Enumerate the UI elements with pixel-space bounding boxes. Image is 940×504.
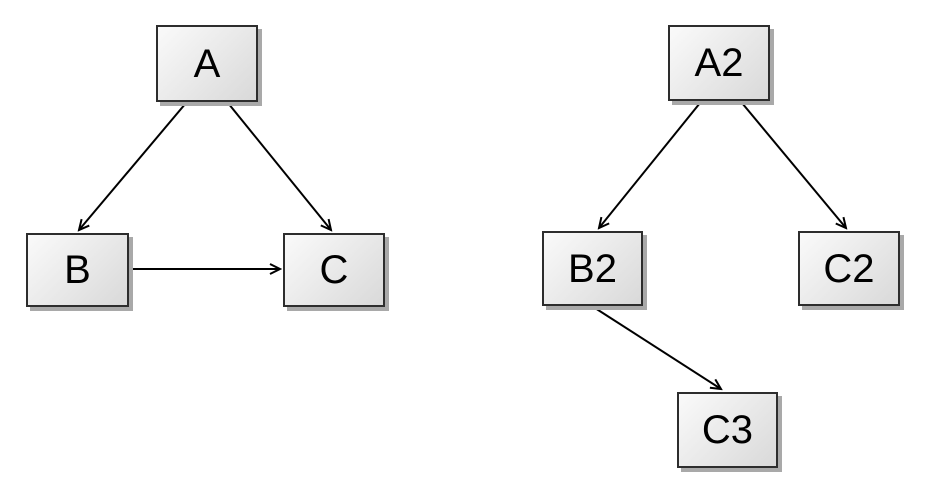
- edge-A-C[interactable]: [227, 102, 331, 230]
- edge-A2-C2[interactable]: [741, 102, 846, 228]
- node-C2[interactable]: C2: [798, 231, 900, 306]
- edges-group: [79, 102, 846, 389]
- edge-B2-C3[interactable]: [594, 307, 721, 389]
- node-C3[interactable]: C3: [677, 392, 778, 468]
- node-A[interactable]: A: [156, 25, 258, 102]
- node-label: B: [64, 248, 91, 292]
- node-label: A2: [694, 41, 744, 85]
- node-label: B2: [568, 246, 617, 291]
- node-B[interactable]: B: [26, 233, 129, 307]
- node-C[interactable]: C: [283, 233, 385, 307]
- node-label: C3: [701, 408, 754, 452]
- node-label: C: [319, 248, 349, 292]
- node-label: A: [193, 41, 221, 86]
- node-B2[interactable]: B2: [542, 231, 643, 306]
- node-label: C2: [823, 246, 875, 291]
- node-A2[interactable]: A2: [668, 25, 770, 101]
- edge-A2-B2[interactable]: [599, 102, 701, 228]
- edge-A-B[interactable]: [79, 102, 187, 230]
